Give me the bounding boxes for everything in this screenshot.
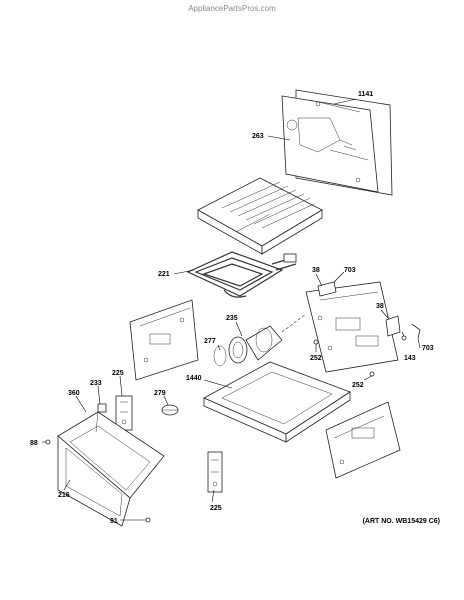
callout-252-lower: 252 <box>352 382 364 389</box>
callout-91: 91 <box>110 518 118 525</box>
oven-door <box>57 411 165 527</box>
door-lock <box>161 404 179 416</box>
clip-703-lower <box>411 323 421 339</box>
right-rear-panel <box>325 401 401 479</box>
screw-143 <box>401 335 407 341</box>
callout-38-lower: 38 <box>376 303 384 310</box>
callout-88: 88 <box>30 440 38 447</box>
door-hinge-lower <box>207 451 223 493</box>
callout-216: 216 <box>58 492 70 499</box>
latch-part <box>97 403 107 413</box>
door-hinge-upper <box>115 395 133 431</box>
right-side-panel <box>305 281 401 373</box>
convection-fan <box>213 313 307 367</box>
callout-235: 235 <box>226 315 238 322</box>
callout-703-lower: 703 <box>422 345 434 352</box>
callout-279: 279 <box>154 390 166 397</box>
callout-1141: 1141 <box>358 91 373 98</box>
callout-263: 263 <box>252 133 264 140</box>
art-number: (ART NO. WB15429 C6) <box>363 518 440 525</box>
screw-252-lower <box>369 371 375 377</box>
callout-703-upper: 703 <box>344 267 356 274</box>
callout-1440: 1440 <box>186 375 202 382</box>
oven-bottom-panel <box>203 361 351 443</box>
callout-277: 277 <box>204 338 216 345</box>
callout-225-upper: 225 <box>112 370 124 377</box>
screw-252-upper <box>313 339 319 345</box>
screw-88 <box>45 439 51 445</box>
callout-233: 233 <box>90 380 102 387</box>
bake-element <box>186 251 297 298</box>
callout-221: 221 <box>158 271 170 278</box>
screw-91 <box>145 517 151 523</box>
watermark: AppliancePartsPros.com <box>188 4 276 13</box>
callout-143: 143 <box>404 355 416 362</box>
callout-360: 360 <box>68 390 80 397</box>
callout-38-upper: 38 <box>312 267 320 274</box>
oven-top-frame <box>197 177 323 255</box>
left-side-panel <box>129 299 199 381</box>
insulation-panel <box>281 89 393 196</box>
callout-252-upper: 252 <box>310 355 322 362</box>
callout-225-lower: 225 <box>210 505 222 512</box>
